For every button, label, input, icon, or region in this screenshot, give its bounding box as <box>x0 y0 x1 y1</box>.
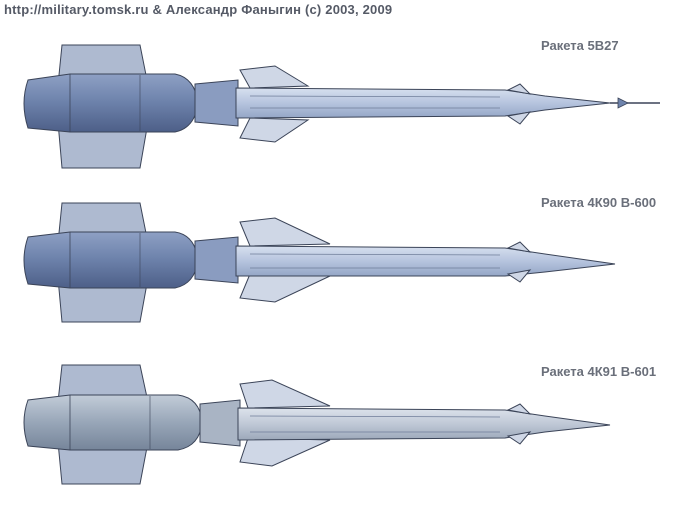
missile-5v27 <box>23 44 660 169</box>
missile-4k90 <box>23 202 616 323</box>
missile-4k91 <box>23 364 611 485</box>
credit-text: http://military.tomsk.ru & Александр Фан… <box>4 2 393 17</box>
missile-label-4k91: Ракета 4К91 В-601 <box>541 364 657 379</box>
missile-label-5v27: Ракета 5В27 <box>541 38 619 53</box>
missile-label-4k90: Ракета 4К90 В-600 <box>541 195 657 210</box>
